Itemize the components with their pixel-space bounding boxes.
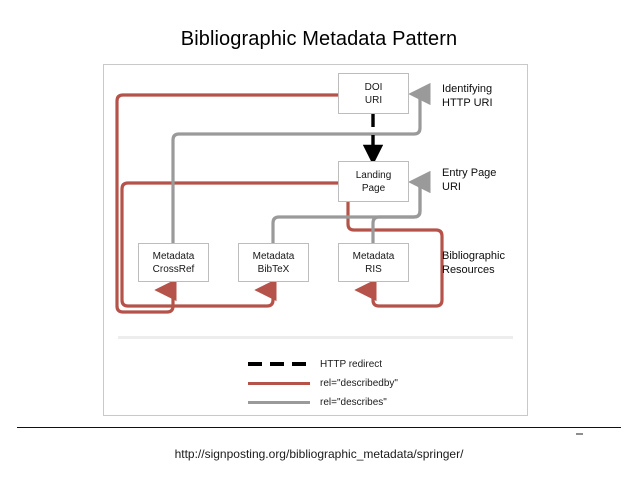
legend-divider (118, 336, 513, 339)
legend-label-http-redirect: HTTP redirect (320, 358, 383, 370)
node-metadata-crossref-line1: Metadata (152, 250, 195, 262)
legend-line-gray-icon (248, 395, 310, 409)
node-landing-page-line1: Landing (355, 169, 392, 181)
node-metadata-ris-line2: RIS (365, 263, 382, 275)
node-metadata-bibtex[interactable]: Metadata BibTeX (238, 243, 309, 282)
node-metadata-ris[interactable]: Metadata RIS (338, 243, 409, 282)
label-identifying-http-uri: Identifying HTTP URI (442, 82, 493, 110)
label-entry-page-uri-line1: Entry Page (442, 167, 497, 179)
node-landing-page[interactable]: Landing Page (338, 161, 409, 202)
node-metadata-bibtex-line1: Metadata (252, 250, 295, 262)
label-identifying-http-uri-line2: HTTP URI (442, 97, 493, 109)
edge-ris-to-landing (371, 170, 431, 244)
legend-label-rel-describes: rel="describes" (320, 396, 387, 408)
legend-line-dashed-icon (248, 357, 310, 371)
node-metadata-ris-line1: Metadata (352, 250, 395, 262)
label-identifying-http-uri-line1: Identifying (442, 83, 493, 95)
legend-item-http-redirect: HTTP redirect (248, 357, 382, 371)
edge-doi-to-crossref (115, 93, 338, 314)
footer-divider (17, 427, 621, 428)
node-landing-page-line2: Page (361, 182, 386, 194)
node-metadata-bibtex-line2: BibTeX (257, 263, 290, 275)
legend-item-rel-describes: rel="describes" (248, 395, 387, 409)
legend-line-red-icon (248, 376, 310, 390)
edge-landing-to-bibtex (120, 181, 338, 308)
edge-crossref-to-doi (171, 82, 431, 244)
label-bibliographic-resources-line1: Bibliographic (442, 250, 505, 262)
label-entry-page-uri: Entry Page URI (442, 166, 496, 194)
node-metadata-crossref[interactable]: Metadata CrossRef (138, 243, 209, 282)
node-metadata-crossref-line2: CrossRef (152, 263, 195, 275)
node-doi-uri-line2: URI (364, 94, 383, 106)
edge-landing-to-ris (346, 196, 444, 308)
label-bibliographic-resources-line2: Resources (442, 264, 495, 276)
label-entry-page-uri-line2: URI (442, 181, 461, 193)
footer-url: http://signposting.org/bibliographic_met… (174, 447, 464, 461)
page-title: Bibliographic Metadata Pattern (180, 28, 458, 50)
node-doi-uri-line1: DOI (364, 81, 383, 93)
page-number-mark (576, 433, 583, 435)
legend-label-rel-describedby: rel="describedby" (320, 377, 398, 389)
node-doi-uri[interactable]: DOI URI (338, 73, 409, 114)
label-bibliographic-resources: Bibliographic Resources (442, 249, 505, 277)
legend-item-rel-describedby: rel="describedby" (248, 376, 398, 390)
